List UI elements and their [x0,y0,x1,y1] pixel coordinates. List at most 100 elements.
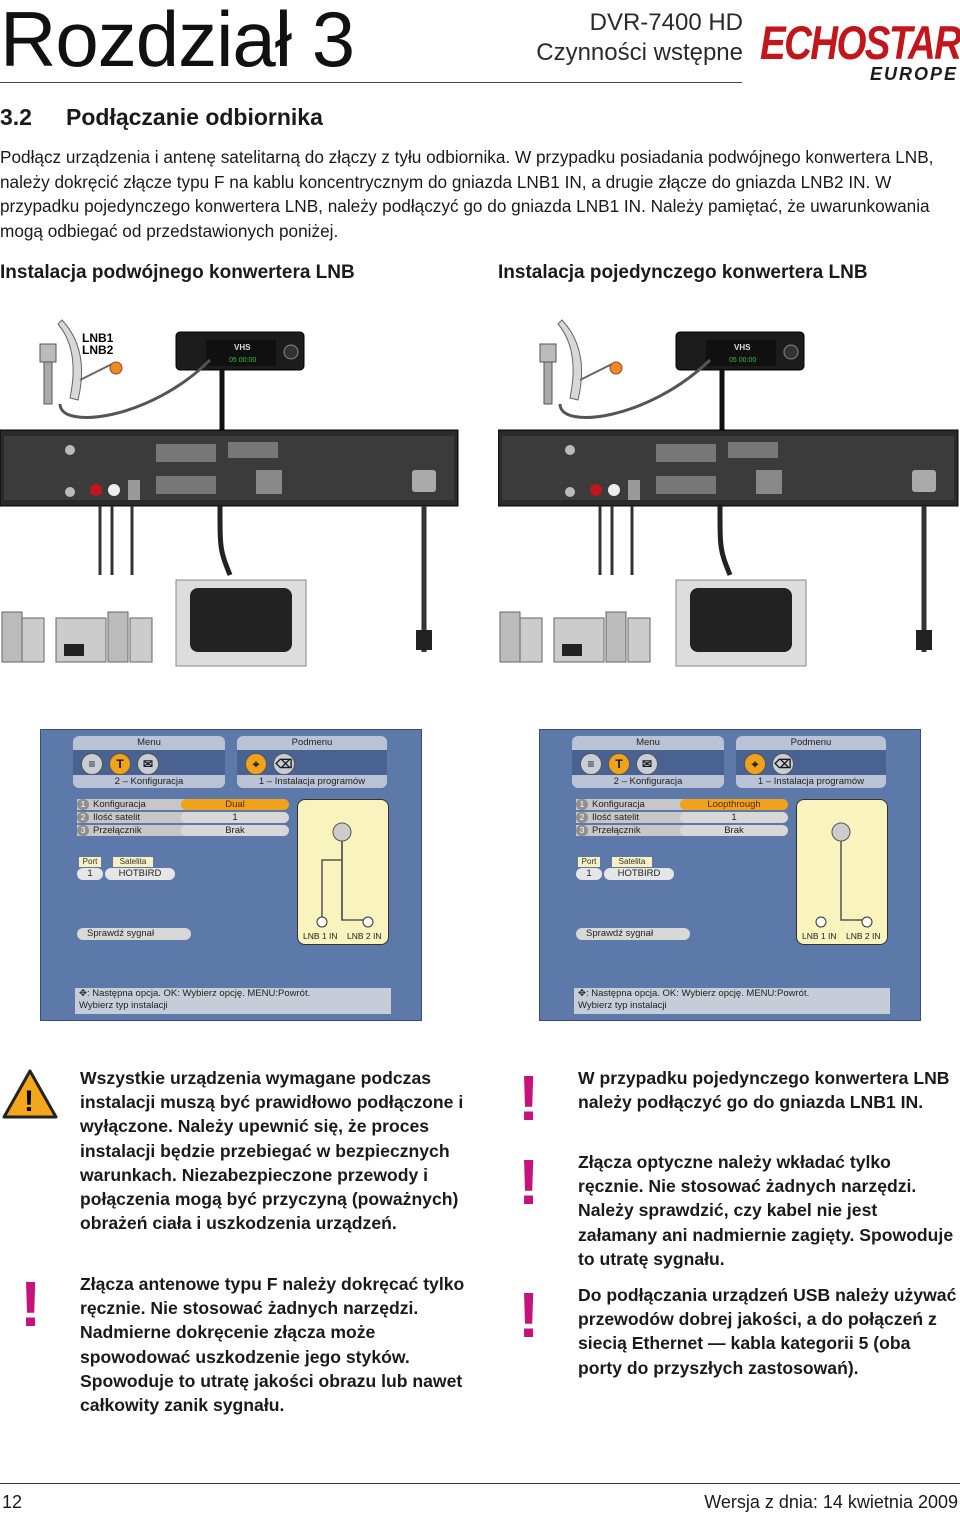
navigate-icon: ✥ [578,988,586,999]
setting-row[interactable]: Konfiguracja 1 Dual [41,799,301,810]
setting-number: 2 [576,812,588,823]
setting-value: Brak [181,825,289,836]
exclamation-icon: ! [518,1146,540,1218]
caption-single-lnb: Instalacja pojedynczego konwertera LNB [498,262,868,283]
vcr-clock: 05 00:00 [229,357,256,364]
submenu-tab[interactable]: Podmenu ⌖ ⌫ 1 – Instalacja programów [237,736,387,788]
echostar-logo: ECHOSTAR EUROPE [760,18,960,85]
setting-number: 1 [77,799,89,810]
port-table[interactable]: Port Satelita 1 HOTBIRD [574,857,674,881]
tools-icon: T [109,753,131,775]
lnb1-label: LNB1 [82,331,114,345]
header-divider [0,82,742,83]
setting-value: Loopthrough [680,799,788,810]
submenu-tab-title: Podmenu [736,736,886,750]
logo-sub-text: EUROPE [869,64,958,84]
setup-screen-single: Menu ≡ T ✉ 2 – Konfiguracja Podmenu ⌖ ⌫ … [539,729,921,1021]
setting-value: 1 [680,812,788,823]
setting-label: Ilość satelit [576,812,694,823]
lnb-diagram [796,799,888,945]
setting-label: Ilość satelit [77,812,195,823]
port-value: 1 [576,868,602,880]
submenu-tab-sub: 1 – Instalacja programów [736,775,886,788]
setup-screen-dual: Menu ≡ T ✉ 2 – Konfiguracja Podmenu ⌖ ⌫ … [40,729,422,1021]
section-number: 3.2 [0,104,32,130]
menu-tab-title: Menu [572,736,724,750]
lnb2-in-label: LNB 2 IN [846,931,881,941]
exclamation-icon: ! [20,1268,42,1340]
setting-label: Przełącznik [77,825,195,836]
lnb2-label: LNB2 [82,343,114,357]
lnb-diagram [297,799,389,945]
tools-icon: T [608,753,630,775]
connection-diagram-single: VHS 05 00:00 [498,319,959,667]
satellite-icon: ⌖ [245,753,267,775]
satellite-dish-icon [39,319,123,405]
menu-tab-sub: 2 – Konfiguracja [572,775,724,788]
warning-optical: Złącza optyczne należy wkładać tylko ręc… [578,1152,954,1269]
help-hint: Wybierz typ instalacji [79,1000,168,1011]
hifi-system-icon [1,611,153,663]
exclamation-icon: ! [518,1062,540,1134]
exclamation-icon: ! [518,1279,540,1351]
setting-row[interactable]: Przełącznik 3 Brak [540,825,800,836]
caption-dual-lnb: Instalacja podwójnego konwertera LNB [0,262,355,283]
trash-icon: ⌫ [772,753,794,775]
setting-row[interactable]: Przełącznik 3 Brak [41,825,301,836]
satellite-value: HOTBIRD [604,868,674,880]
satellite-header: Satelita [113,857,153,867]
setting-row[interactable]: Ilość satelit 2 1 [540,812,800,823]
hifi-system-icon [499,611,651,663]
vcr-front-label: VHS [734,343,751,352]
setting-number: 2 [77,812,89,823]
menu-tab[interactable]: Menu ≡ T ✉ 2 – Konfiguracja [572,736,724,788]
warning-usb-ethernet: Do podłączania urządzeń USB należy używa… [578,1285,957,1378]
help-keys: : Następna opcja. OK: Wybierz opcję. MEN… [585,988,810,999]
satellite-header: Satelita [612,857,652,867]
setting-value: Dual [181,799,289,810]
setting-number: 3 [77,825,89,836]
vcr-front-label: VHS [234,343,251,352]
warning-single-lnb: W przypadku pojedynczego konwertera LNB … [578,1068,950,1113]
vcr-front-panel: VHS 05 00:00 [175,331,305,371]
submenu-tab[interactable]: Podmenu ⌖ ⌫ 1 – Instalacja programów [736,736,886,788]
connection-diagram-dual: LNB1 LNB2 VHS 05 00:00 [0,319,459,667]
setting-row[interactable]: Konfiguracja 1 Loopthrough [540,799,800,810]
warning-triangle-icon: ! [2,1069,58,1119]
vcr-clock: 05 00:00 [729,357,756,364]
port-table[interactable]: Port Satelita 1 HOTBIRD [75,857,175,881]
section-title: Podłączanie odbiornika [66,104,323,130]
submenu-tab-title: Podmenu [237,736,387,750]
help-bar: ✥: Następna opcja. OK: Wybierz opcję. ME… [574,988,890,1014]
menu-tab[interactable]: Menu ≡ T ✉ 2 – Konfiguracja [73,736,225,788]
lnb-wiring-icon [815,822,873,928]
mail-icon: ✉ [636,753,658,775]
svg-text:!: ! [24,1085,34,1118]
version-date: Wersja z dnia: 14 kwietnia 2009 [704,1492,958,1512]
check-signal-button[interactable]: Sprawdź sygnał [576,928,690,940]
page-number: 12 [2,1492,23,1512]
tv-icon [175,579,307,667]
port-value: 1 [77,868,103,880]
receiver-back-panel [0,429,459,507]
setting-value: 1 [181,812,289,823]
setting-number: 1 [576,799,588,810]
list-icon: ≡ [81,753,103,775]
setting-label: Konfiguracja [77,799,195,810]
satellite-dish-icon [539,319,623,405]
setting-row[interactable]: Ilość satelit 2 1 [41,812,301,823]
submenu-tab-sub: 1 – Instalacja programów [237,775,387,788]
menu-tab-title: Menu [73,736,225,750]
product-model: DVR-7400 HD [589,9,743,36]
footer-divider [0,1483,960,1484]
warning-safety: Wszystkie urządzenia wymagane podczas in… [80,1068,464,1234]
lnb-wiring-icon [316,822,374,928]
mail-icon: ✉ [137,753,159,775]
check-signal-button[interactable]: Sprawdź sygnał [77,928,191,940]
receiver-back-panel [498,429,959,507]
tv-icon [675,579,807,667]
menu-tab-sub: 2 – Konfiguracja [73,775,225,788]
lnb1-in-label: LNB 1 IN [802,931,837,941]
intro-paragraph: Podłącz urządzenia i antenę satelitarną … [0,147,934,241]
product-subtitle: Czynności wstępne [536,39,743,66]
